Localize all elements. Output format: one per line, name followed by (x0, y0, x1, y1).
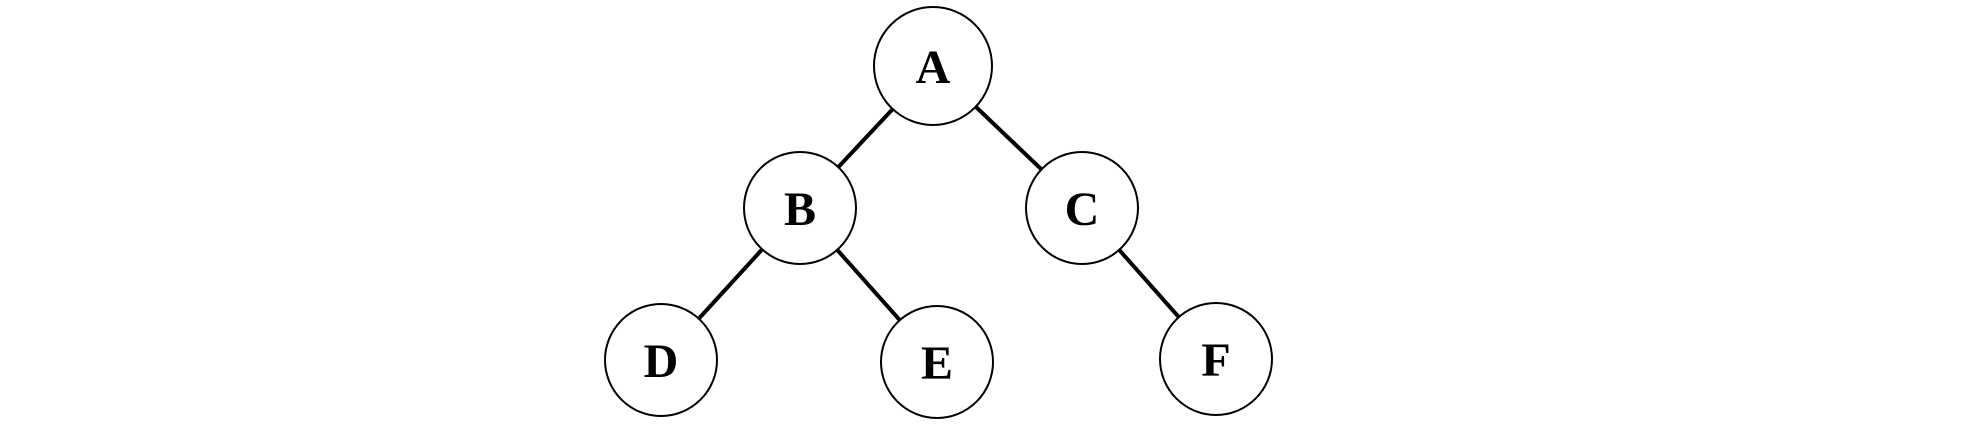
node-circle-b (743, 151, 857, 265)
node-label-d: D (644, 335, 679, 388)
tree-node-c: C (1025, 151, 1139, 265)
tree-node-a: A (873, 6, 993, 126)
node-circle-d (604, 303, 718, 417)
node-circle-e (880, 305, 994, 419)
node-label-a: A (916, 41, 951, 94)
node-label-e: E (921, 337, 953, 390)
tree-node-b: B (743, 151, 857, 265)
node-circle-a (873, 6, 993, 126)
tree-node-e: E (880, 305, 994, 419)
node-label-b: B (784, 183, 816, 236)
node-circle-c (1025, 151, 1139, 265)
node-label-c: C (1065, 183, 1100, 236)
node-label-f: F (1201, 334, 1230, 387)
node-circle-f (1159, 302, 1273, 416)
tree-node-d: D (604, 303, 718, 417)
tree-node-f: F (1159, 302, 1273, 416)
